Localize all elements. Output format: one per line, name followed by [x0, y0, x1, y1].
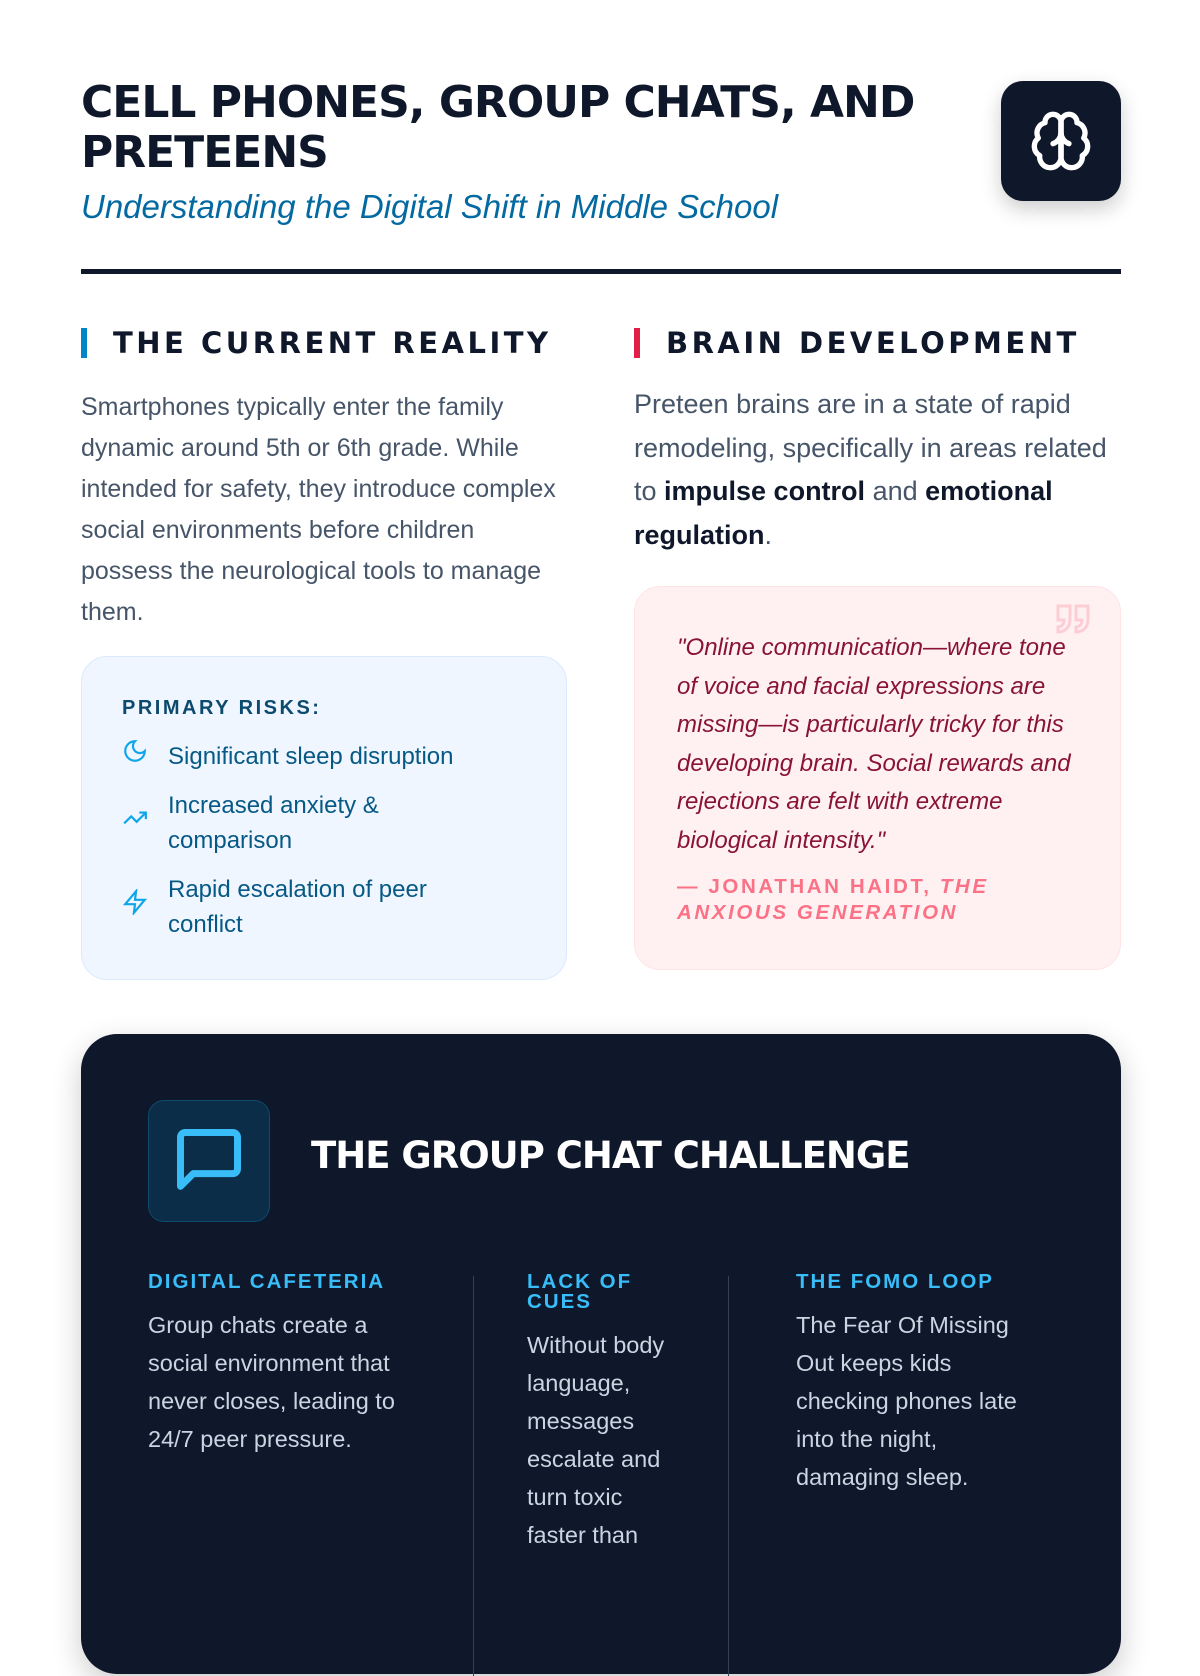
primary-risks-card: PRIMARY RISKS: Significant sleep disrupt… — [81, 656, 567, 980]
quote-source: THE ANXIOUS GENERATION — [677, 875, 989, 924]
page-title: CELL PHONES, GROUP CHATS, AND PRETEENS — [81, 77, 915, 178]
message-square-icon — [148, 1100, 270, 1222]
column-body: Group chats create a social environment … — [148, 1312, 395, 1452]
column-divider — [728, 1276, 729, 1676]
section-heading: THE CURRENT REALITY — [81, 325, 567, 361]
header: CELL PHONES, GROUP CHATS, AND PRETEENS U… — [81, 78, 1121, 278]
section-heading: BRAIN DEVELOPMENT — [634, 325, 1120, 361]
challenge-column: DIGITAL CAFETERIA Group chats create a s… — [148, 1270, 418, 1458]
column-heading: LACK OF CUES — [527, 1270, 633, 1313]
trending-up-icon — [122, 805, 168, 841]
section-body: Smartphones typically enter the family d… — [81, 393, 556, 626]
quote-author: — JONATHAN HAIDT, — [677, 875, 940, 898]
risk-item: Rapid escalation of peer conflict — [122, 872, 526, 942]
group-chat-challenge-card: THE GROUP CHAT CHALLENGE DIGITAL CAFETER… — [81, 1034, 1121, 1676]
body-text: . — [764, 519, 773, 550]
challenge-column: LACK OF CUES Without body language, mess… — [527, 1270, 677, 1554]
risk-item: Significant sleep disruption — [122, 738, 526, 774]
challenge-title: THE GROUP CHAT CHALLENGE — [311, 1134, 911, 1177]
bold-term: impulse control — [664, 476, 866, 506]
page-subtitle: Understanding the Digital Shift in Middl… — [81, 188, 779, 225]
brain-development-section: BRAIN DEVELOPMENT Preteen brains are in … — [634, 325, 1120, 557]
quote-card: "Online communication—where tone of voic… — [634, 586, 1121, 970]
body-text: and — [865, 476, 926, 506]
bold-term: emotional regulation — [634, 476, 1053, 550]
column-divider — [473, 1276, 474, 1676]
risk-text: Rapid escalation of peer conflict — [168, 876, 427, 938]
quote-text: "Online communication—where tone of voic… — [677, 634, 1071, 854]
column-heading: THE FOMO LOOP — [796, 1270, 994, 1293]
quote-icon — [1054, 603, 1092, 642]
column-body: The Fear Of Missing Out keeps kids check… — [796, 1312, 1017, 1490]
zap-icon — [122, 887, 168, 925]
risk-text: Increased anxiety & comparison — [168, 792, 379, 854]
moon-icon — [122, 738, 168, 774]
risks-label: PRIMARY RISKS: — [122, 697, 322, 719]
divider — [81, 269, 1121, 274]
column-heading: DIGITAL CAFETERIA — [148, 1270, 386, 1293]
quote-citation: — JONATHAN HAIDT, THE ANXIOUS GENERATION — [677, 874, 1080, 926]
risk-item: Increased anxiety & comparison — [122, 788, 526, 858]
current-reality-section: THE CURRENT REALITY Smartphones typicall… — [81, 325, 567, 633]
section-body: Preteen brains are in a state of rapid r… — [634, 383, 1120, 557]
column-body: Without body language, messages escalate… — [527, 1332, 665, 1548]
challenge-column: THE FOMO LOOP The Fear Of Missing Out ke… — [796, 1270, 1046, 1496]
body-text: Preteen brains are in a state of rapid r… — [634, 389, 1107, 506]
brain-icon — [1001, 81, 1121, 201]
risk-text: Significant sleep disruption — [168, 742, 454, 770]
